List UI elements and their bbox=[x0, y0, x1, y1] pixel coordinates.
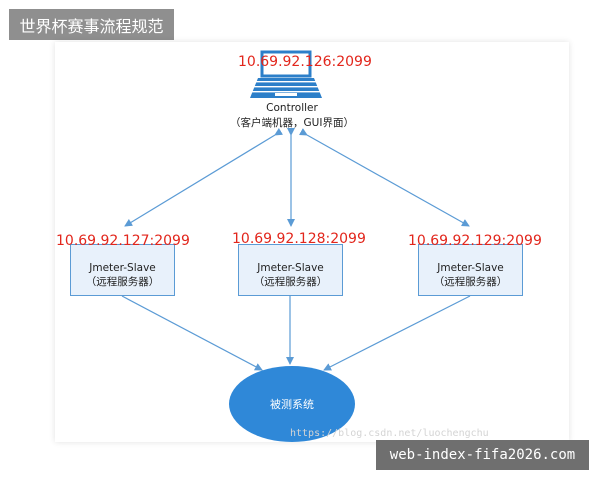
slave-desc: （远程服务器） bbox=[85, 276, 160, 288]
system-label: 被测系统 bbox=[270, 398, 314, 411]
slave-desc: （远程服务器） bbox=[253, 276, 328, 288]
slave-node-1: Jmeter-Slave （远程服务器） bbox=[70, 244, 175, 296]
slave-desc: （远程服务器） bbox=[433, 276, 508, 288]
slave-node-3: Jmeter-Slave （远程服务器） bbox=[418, 244, 523, 296]
slave-ip-1: 10.69.92.127:2099 bbox=[56, 233, 190, 249]
slave-ip-2: 10.69.92.128:2099 bbox=[232, 231, 366, 247]
arrow-slave-1-system bbox=[121, 295, 263, 371]
site-url: web-index-fifa2026.com bbox=[389, 447, 576, 463]
slave-ip-3: 10.69.92.129:2099 bbox=[408, 233, 542, 249]
arrow-slave-3-system bbox=[323, 295, 471, 371]
controller-desc: （客户端机器，GUI界面） bbox=[230, 117, 354, 129]
page-title: 世界杯赛事流程规范 bbox=[19, 16, 164, 36]
arrow-controller-slave-3 bbox=[298, 128, 470, 227]
controller-name: Controller bbox=[266, 102, 318, 114]
site-footer-badge[interactable]: web-index-fifa2026.com bbox=[376, 440, 589, 470]
page-title-badge: 世界杯赛事流程规范 bbox=[9, 9, 174, 40]
system-under-test: 被测系统 bbox=[229, 366, 355, 442]
slave-name: Jmeter-Slave bbox=[89, 262, 156, 274]
slave-name: Jmeter-Slave bbox=[437, 262, 504, 274]
slave-node-2: Jmeter-Slave （远程服务器） bbox=[238, 244, 343, 296]
controller-ip: 10.69.92.126:2099 bbox=[238, 54, 372, 70]
watermark: https://blog.csdn.net/luochengchu bbox=[290, 428, 489, 439]
computer-icon bbox=[250, 50, 322, 98]
arrow-controller-slave-1 bbox=[124, 127, 284, 227]
slave-name: Jmeter-Slave bbox=[257, 262, 324, 274]
